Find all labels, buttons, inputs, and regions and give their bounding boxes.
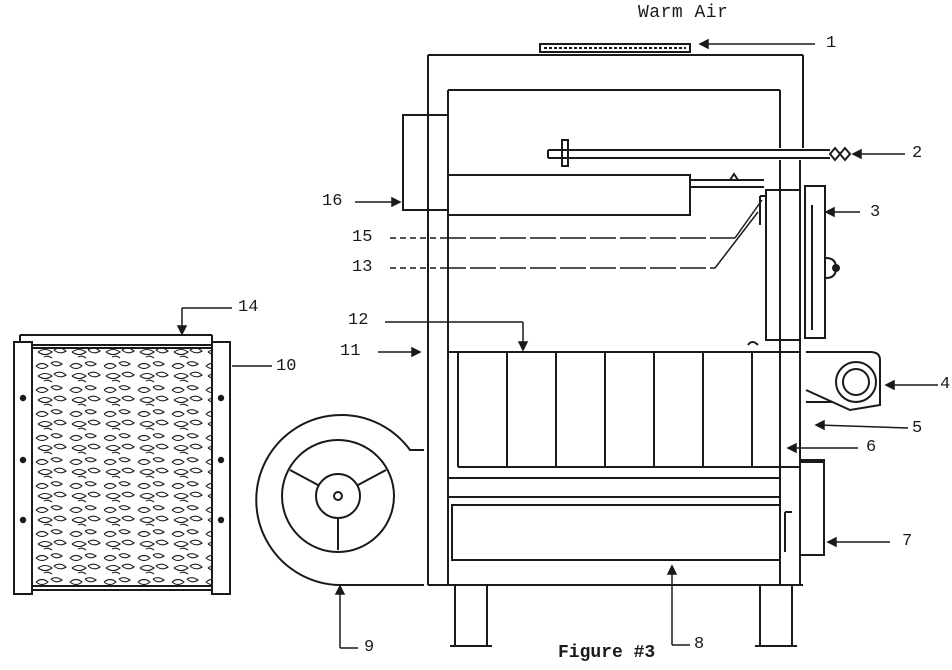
- part-label-5: 5: [912, 419, 923, 438]
- ash-pan: [448, 459, 825, 561]
- cabinet: [427, 43, 804, 586]
- part-label-7: 7: [902, 532, 913, 551]
- draft-assembly: [759, 185, 840, 341]
- part-label-6: 6: [866, 438, 877, 457]
- part-label-8: 8: [694, 635, 705, 654]
- part-label-16: 16: [322, 192, 343, 211]
- damper-rod: [547, 139, 852, 167]
- part-label-12: 12: [348, 311, 369, 330]
- warm-air-label: Warm Air: [638, 3, 729, 23]
- part-label-11: 11: [340, 342, 361, 361]
- part-label-1: 1: [826, 34, 837, 53]
- legs: [450, 585, 797, 647]
- figure-caption: Figure #3: [558, 643, 656, 663]
- part-label-13: 13: [352, 258, 373, 277]
- part-label-9: 9: [364, 638, 375, 657]
- part-label-2: 2: [912, 144, 923, 163]
- part-label-3: 3: [870, 203, 881, 222]
- leader-lines: [176, 38, 938, 649]
- upper-box: [402, 114, 764, 216]
- part-label-4: 4: [940, 375, 951, 394]
- part-label-15: 15: [352, 228, 373, 247]
- part-label-14: 14: [238, 298, 259, 317]
- rock-filter-panel: [13, 334, 231, 595]
- draft-blower: [805, 351, 881, 412]
- part-label-10: 10: [276, 357, 297, 376]
- heat-exchanger: [448, 341, 800, 468]
- blower-housing: [255, 414, 424, 586]
